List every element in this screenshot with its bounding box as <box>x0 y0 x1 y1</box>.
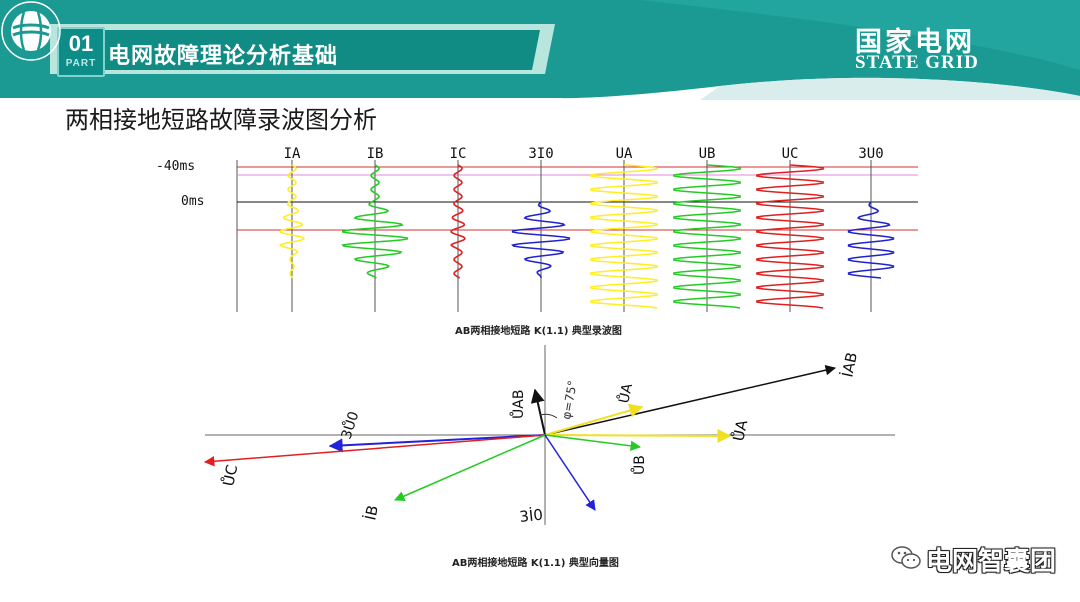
channel-label-3u0: 3U0 <box>858 146 883 162</box>
waveform-chart: -40ms 0ms IA IB IC 3I0 UA UB UC 3U0 <box>156 146 918 312</box>
waveform-ic <box>450 164 466 279</box>
wechat-icon <box>891 546 921 569</box>
waveform-ua <box>590 164 658 309</box>
channel-label-ic: IC <box>450 146 467 162</box>
phasor-ib <box>394 434 546 502</box>
label-3u0: 3Ů0 <box>337 409 363 441</box>
phasor-caption: AB两相接地短路 K(1.1) 典型向量图 <box>452 556 619 569</box>
waveform-3u0 <box>847 201 895 279</box>
header-background <box>0 0 1080 100</box>
label-iab: İAB <box>837 350 861 378</box>
label-ua-small: ŮA <box>614 381 636 405</box>
phasor-ua-small <box>544 403 644 436</box>
slide-header: 01 PART 电网故障理论分析基础 国家电网 STATE GRID <box>0 0 1080 100</box>
channel-label-ua: UA <box>616 146 633 162</box>
watermark-text: 电网智囊团 <box>926 547 1057 577</box>
phasor-ub <box>544 434 642 452</box>
time-mark--40ms: -40ms <box>156 159 195 174</box>
waveform-ub <box>673 164 741 309</box>
waveform-caption: AB两相接地短路 K(1.1) 典型录波图 <box>455 324 622 337</box>
label-ib: İB <box>360 503 382 521</box>
state-grid-logo-icon <box>1 1 61 61</box>
waveform-ia <box>278 164 305 279</box>
time-mark-0ms: 0ms <box>181 194 204 209</box>
label-ua-large: ŮA <box>728 417 751 442</box>
part-badge: 01 PART <box>57 27 105 77</box>
waveform-3i0 <box>511 201 571 278</box>
label-ub: ŮB <box>630 455 648 475</box>
part-label: PART <box>65 58 97 69</box>
channel-label-ub: UB <box>699 146 716 162</box>
label-angle: φ=75° <box>559 379 580 420</box>
label-uab: ŮAB <box>509 390 527 419</box>
phasor-iab <box>544 365 837 436</box>
waveform-uc <box>756 164 824 309</box>
channel-label-uc: UC <box>782 146 799 162</box>
label-uc: ŮC <box>218 463 241 488</box>
phasor-3u0 <box>328 434 546 453</box>
waveform-ib <box>341 164 408 279</box>
phasor-uab <box>530 388 546 436</box>
channel-label-3i0: 3I0 <box>528 146 553 162</box>
label-3i0: 3İ0 <box>518 505 543 526</box>
part-number: 01 <box>68 31 94 56</box>
section-title: 电网故障理论分析基础 <box>108 44 339 69</box>
phasor-3i0 <box>544 434 596 511</box>
phasor-uc <box>203 434 546 467</box>
phasor-diagram: İAB ŮA ŮA ŮAB φ=75° 3Ů0 ŮC ŮB İB 3İ0 <box>203 345 895 526</box>
angle-arc <box>539 413 558 419</box>
slide-title: 两相接地短路故障录波图分析 <box>65 106 377 134</box>
channel-label-ia: IA <box>284 146 301 162</box>
phasor-ua-large <box>544 428 732 443</box>
brand-name-cn: 国家电网 <box>855 27 975 58</box>
channel-label-ib: IB <box>367 146 384 162</box>
brand-name-en: STATE GRID <box>855 52 979 73</box>
